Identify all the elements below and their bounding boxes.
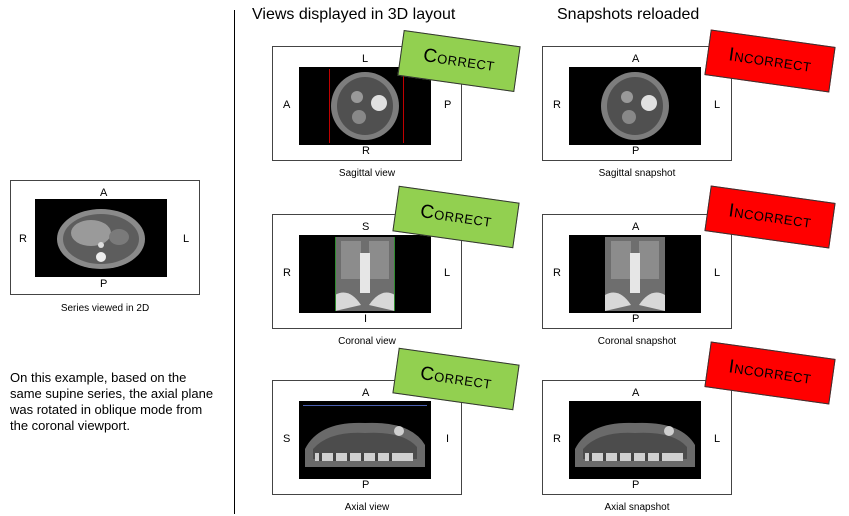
- ct-axial-image: [35, 199, 167, 277]
- correct-stamp-label: Correct: [418, 363, 494, 394]
- orientation-label-bottom: P: [100, 278, 108, 290]
- sagittal-view-caption: Sagittal view: [338, 168, 396, 179]
- sagittal-snapshot-caption: Sagittal snapshot: [598, 168, 676, 179]
- ct-sagittal-view-image: [299, 67, 431, 145]
- vertical-divider: [234, 10, 235, 514]
- orientation-label-left: R: [553, 267, 561, 279]
- series-2d-caption: Series viewed in 2D: [60, 303, 150, 314]
- orientation-label-right: P: [444, 99, 452, 111]
- orientation-label-left: R: [19, 233, 27, 245]
- orientation-label-bottom: P: [632, 145, 640, 157]
- axial-view-caption: Axial view: [344, 502, 390, 513]
- heading-snapshots: Snapshots reloaded: [557, 6, 700, 23]
- ct-sagittal-snapshot-image: [569, 67, 701, 145]
- orientation-label-left: S: [283, 433, 291, 445]
- ct-coronal-snapshot-image: [569, 235, 701, 313]
- heading-views-3d: Views displayed in 3D layout: [252, 6, 456, 23]
- orientation-label-right: L: [714, 433, 721, 445]
- orientation-label-right: L: [183, 233, 190, 245]
- axial-view-panel: A S I P: [272, 380, 462, 495]
- ct-axial-view-image: [299, 401, 431, 479]
- axial-snapshot-caption: Axial snapshot: [604, 502, 670, 513]
- orientation-label-top: A: [362, 387, 370, 399]
- orientation-label-bottom: P: [632, 313, 640, 325]
- orientation-label-left: R: [283, 267, 291, 279]
- orientation-label-top: A: [632, 53, 640, 65]
- orientation-label-left: A: [283, 99, 291, 111]
- orientation-label-top: A: [632, 221, 640, 233]
- orientation-label-left: R: [553, 433, 561, 445]
- orientation-label-top: L: [362, 53, 369, 65]
- orientation-label-bottom: R: [362, 145, 370, 157]
- incorrect-stamp-label: Incorrect: [727, 44, 813, 77]
- orientation-label-right: L: [444, 267, 451, 279]
- orientation-label-right: L: [714, 99, 721, 111]
- orientation-label-left: R: [553, 99, 561, 111]
- orientation-label-bottom: I: [364, 313, 368, 325]
- sagittal-snapshot-panel: A R L P: [542, 46, 732, 161]
- ct-axial-snapshot-image: [569, 401, 701, 479]
- coronal-snapshot-caption: Coronal snapshot: [597, 336, 677, 347]
- orientation-label-top: A: [100, 187, 108, 199]
- orientation-label-top: S: [362, 221, 370, 233]
- correct-stamp-label: Correct: [421, 45, 497, 76]
- orientation-label-top: A: [632, 387, 640, 399]
- correct-stamp-label: Correct: [418, 201, 494, 232]
- incorrect-stamp-label: Incorrect: [727, 200, 813, 233]
- coronal-snapshot-panel: A R L P: [542, 214, 732, 329]
- coronal-view-caption: Coronal view: [338, 336, 396, 347]
- incorrect-stamp-label: Incorrect: [727, 356, 813, 389]
- orientation-label-bottom: P: [632, 479, 640, 491]
- series-2d-panel: A R L P: [10, 180, 200, 295]
- axial-snapshot-panel: A R L P: [542, 380, 732, 495]
- orientation-label-right: I: [446, 433, 450, 445]
- explanation-note: On this example, based on the same supin…: [10, 370, 214, 433]
- orientation-label-right: L: [714, 267, 721, 279]
- ct-coronal-view-image: [299, 235, 431, 313]
- orientation-label-bottom: P: [362, 479, 370, 491]
